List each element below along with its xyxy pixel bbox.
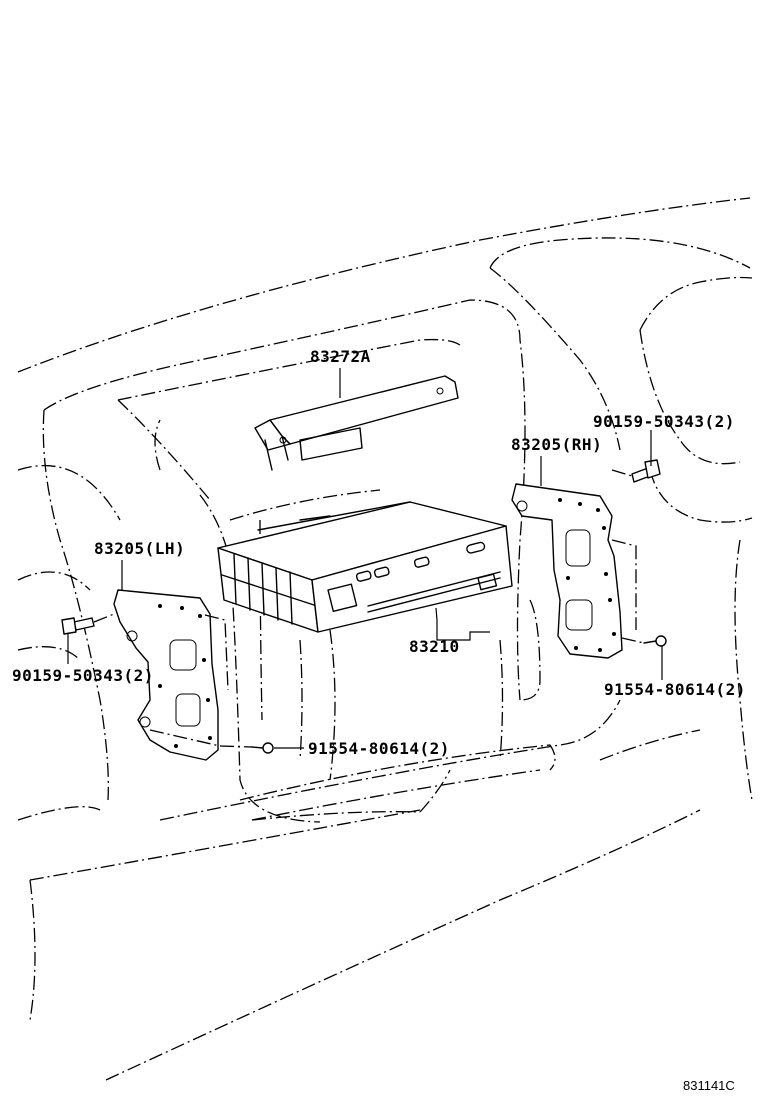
- part-label-83272a: 83272A: [310, 347, 371, 366]
- bolt-90159-left: [61, 617, 95, 635]
- part-label-91554-right: 91554-80614(2): [604, 680, 746, 699]
- part-label-83205-lh: 83205(LH): [94, 539, 186, 558]
- screw-91554-bottom: [251, 742, 274, 754]
- part-label-90159-left: 90159-50343(2): [12, 666, 154, 685]
- part-label-83205-rh: 83205(RH): [511, 435, 603, 454]
- figure-number: 831141C: [683, 1078, 735, 1093]
- dashboard-outline: [17, 197, 753, 1081]
- bolt-90159-right: [631, 459, 661, 483]
- part-label-90159-right: 90159-50343(2): [593, 412, 735, 431]
- trim-83272a: [254, 375, 459, 471]
- bracket-83205-lh: [113, 589, 229, 761]
- bracket-83205-rh: [511, 483, 637, 659]
- screw-91554-right: [643, 635, 667, 647]
- leader-lines: [67, 368, 663, 749]
- part-label-83210: 83210: [409, 637, 460, 656]
- stereo-unit-83210: [217, 501, 513, 633]
- part-label-91554-bottom: 91554-80614(2): [308, 739, 450, 758]
